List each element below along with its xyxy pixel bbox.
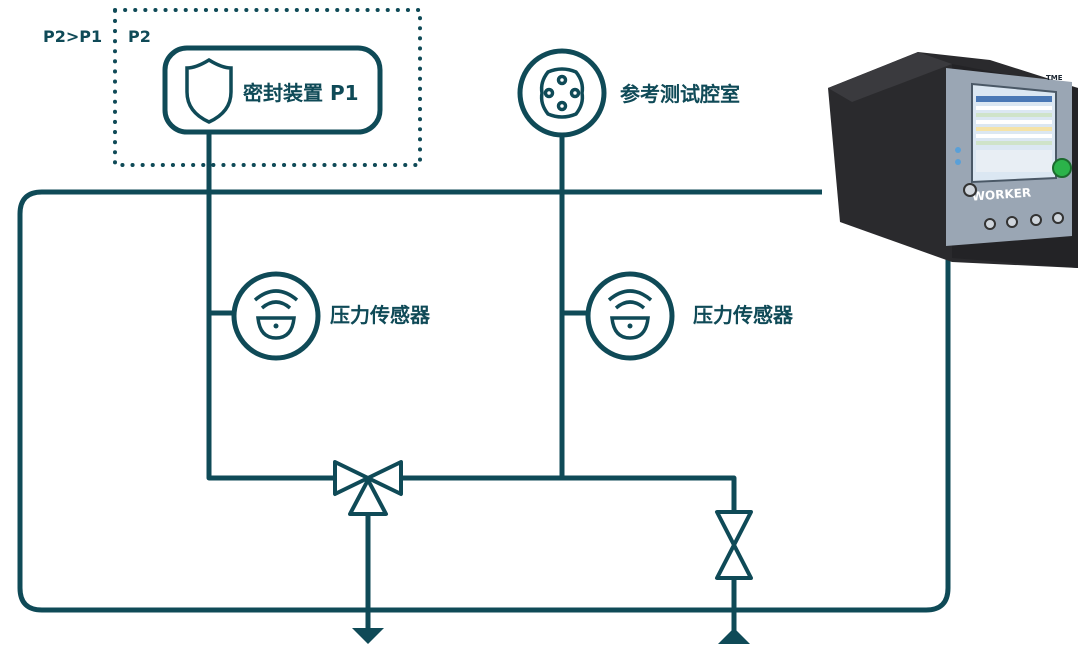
shield-icon: [185, 57, 233, 124]
reference-chamber-label: 参考测试腔室: [620, 82, 740, 106]
p2-gt-p1-label: P2>P1: [43, 27, 102, 46]
reference-chamber-icon: [517, 48, 607, 138]
pressure-sensor-icon: [585, 271, 675, 361]
p2-label: P2: [128, 27, 151, 46]
two-way-valve-icon: [715, 510, 753, 580]
left-pipe: [206, 128, 337, 481]
seal-device-box: [162, 45, 383, 135]
pressure-sensor-left-label: 压力传感器: [330, 303, 431, 327]
device-model: WORKER: [971, 186, 1031, 204]
p2-enclosure: [113, 8, 422, 167]
outer-loop-pipe: [17, 189, 951, 613]
outlet-arrow-icon: [352, 628, 384, 644]
device-brand: TME: [1046, 74, 1063, 82]
three-way-valve-icon: [333, 460, 403, 516]
device-start-button: [1052, 158, 1072, 178]
pressure-sensor-icon: [231, 271, 321, 361]
inlet-arrow-icon: [718, 628, 750, 644]
seal-device-label: 密封装置 P1: [243, 81, 359, 105]
pressure-sensor-right-label: 压力传感器: [693, 303, 794, 327]
worker-device-image: TME WORKER: [828, 52, 1078, 268]
valve-to-right-branch: [400, 475, 737, 512]
